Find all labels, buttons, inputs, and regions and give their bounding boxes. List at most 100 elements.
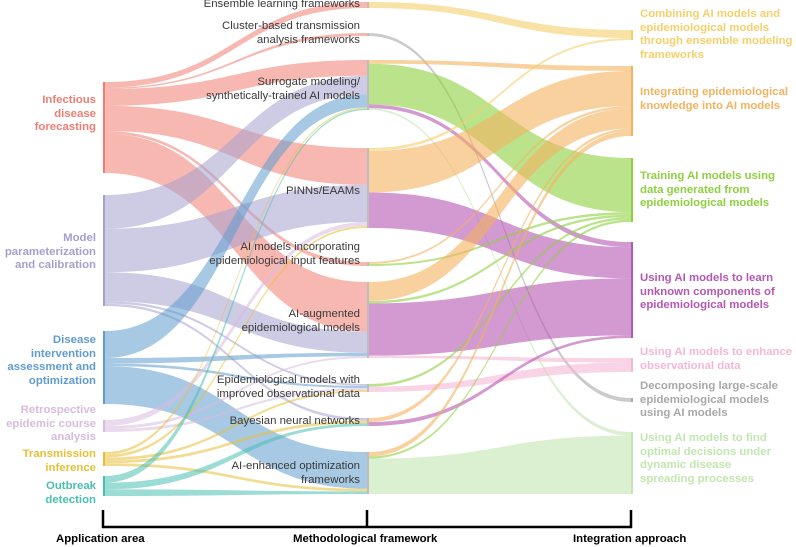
flow-retrospective-to-augmented (105, 356, 367, 429)
label-integrating-line: knowledge into AI models (640, 99, 781, 112)
label-infectious-line: disease (54, 107, 96, 120)
flow-observational-to-enhance (369, 362, 631, 392)
flow-augmented-to-training (369, 214, 631, 304)
node-cluster (367, 33, 369, 36)
label-training-line: epidemiological models (640, 197, 770, 210)
flow-retrospective-to-pinns (105, 221, 367, 426)
label-cluster-line: analysis frameworks (256, 33, 360, 46)
label-intervention-line: optimization (28, 374, 96, 387)
flow-intervention-to-surrogate (105, 94, 367, 359)
flow-outbreak-to-optimization (105, 489, 367, 496)
label-surrogate: Surrogate modeling/synthetically-trained… (206, 76, 360, 103)
flow-optimization-to-integrating (369, 131, 631, 457)
node-optimization (367, 452, 369, 494)
sankey-nodes (103, 2, 633, 496)
flow-transmission-to-bayesian (105, 420, 367, 464)
label-observational-line: improved observational data (216, 387, 360, 400)
node-outbreak (103, 476, 105, 496)
label-inputfeat-line: epidemiological input features (209, 254, 360, 267)
flow-parameterization-to-augmented (105, 272, 367, 353)
node-combining (631, 30, 633, 40)
flow-transmission-to-optimization (105, 463, 367, 492)
label-intervention-line: assessment and (7, 361, 96, 374)
flow-bayesian-to-learning (369, 335, 631, 426)
label-ensemble: Ensemble learning frameworks (204, 0, 360, 12)
label-transmission-line: inference (45, 461, 96, 474)
flow-inputfeat-to-integrating (369, 106, 631, 264)
flow-outbreak-to-bayesian (105, 423, 367, 490)
flow-ensemble-to-combining (369, 2, 631, 38)
flow-augmented-to-integrating (369, 108, 631, 301)
label-enhance-line: observational data (640, 359, 741, 372)
label-combining-line: epidemiological models (640, 21, 770, 34)
flow-pinns-to-integrating (369, 71, 631, 193)
node-parameterization (103, 195, 105, 306)
label-intervention-line: intervention (30, 347, 96, 360)
flow-transmission-to-surrogate (105, 107, 367, 455)
flow-optimization-to-training (369, 219, 631, 459)
label-intervention-line: Disease (52, 334, 96, 346)
node-augmented (367, 282, 369, 358)
label-infectious-line: Infectious (42, 94, 96, 106)
node-ensemble (367, 2, 369, 8)
flow-inputfeat-to-training (369, 212, 631, 266)
label-parameterization-line: parameterization (4, 245, 96, 258)
node-inputfeat (367, 262, 369, 266)
label-bayesian-line: Bayesian neural networks (229, 415, 360, 427)
axis-label-application: Application area (56, 533, 145, 545)
node-observational (367, 384, 369, 392)
label-optimal-line: dynamic disease (640, 459, 732, 472)
node-integrating (631, 66, 633, 136)
node-bayesian (367, 418, 369, 426)
label-decomposing-line: using AI models (640, 407, 728, 420)
node-optimal (631, 432, 633, 494)
flow-infectious-to-inputfeat (105, 131, 367, 266)
label-learning-line: unknown components of (640, 285, 775, 298)
node-pinns (367, 148, 369, 228)
flow-parameterization-to-observational (105, 301, 367, 386)
flow-observational-to-training (369, 217, 631, 387)
flow-optimization-to-optimal (369, 435, 631, 494)
node-training (631, 158, 633, 222)
label-learning-line: epidemiological models (640, 299, 770, 312)
flow-intervention-to-augmented (105, 352, 367, 364)
node-learning (631, 242, 633, 338)
flow-parameterization-to-bayesian (105, 303, 367, 421)
label-pinns: PINNs/EAAMs (286, 185, 360, 199)
node-retrospective (103, 420, 105, 432)
flow-pinns-to-learning (369, 192, 631, 279)
label-combining-line: frameworks (640, 48, 704, 61)
flow-transmission-to-observational (105, 390, 367, 461)
node-enhance (631, 358, 633, 372)
label-transmission-line: Transmission (22, 448, 96, 460)
node-surrogate (367, 60, 369, 110)
axis-label-methodological: Methodological framework (293, 533, 438, 545)
node-transmission (103, 452, 105, 466)
label-combining-line: through ensemble modeling (640, 35, 793, 48)
label-inputfeat-line: AI models incorporating (240, 241, 360, 253)
flow-intervention-to-optimization (105, 366, 367, 489)
label-training-line: Training AI models using (640, 170, 776, 182)
label-pinns-line: PINNs/EAAMs (285, 185, 360, 197)
flow-infectious-to-ensemble (105, 2, 367, 88)
node-intervention (103, 331, 105, 404)
axis-bracket (101, 510, 633, 529)
label-training-line: data generated from (640, 183, 750, 196)
flow-surrogate-to-optimal (369, 108, 631, 436)
label-enhance-line: Using AI models to enhance (640, 346, 793, 358)
label-augmented-line: epidemiological models (241, 321, 360, 334)
